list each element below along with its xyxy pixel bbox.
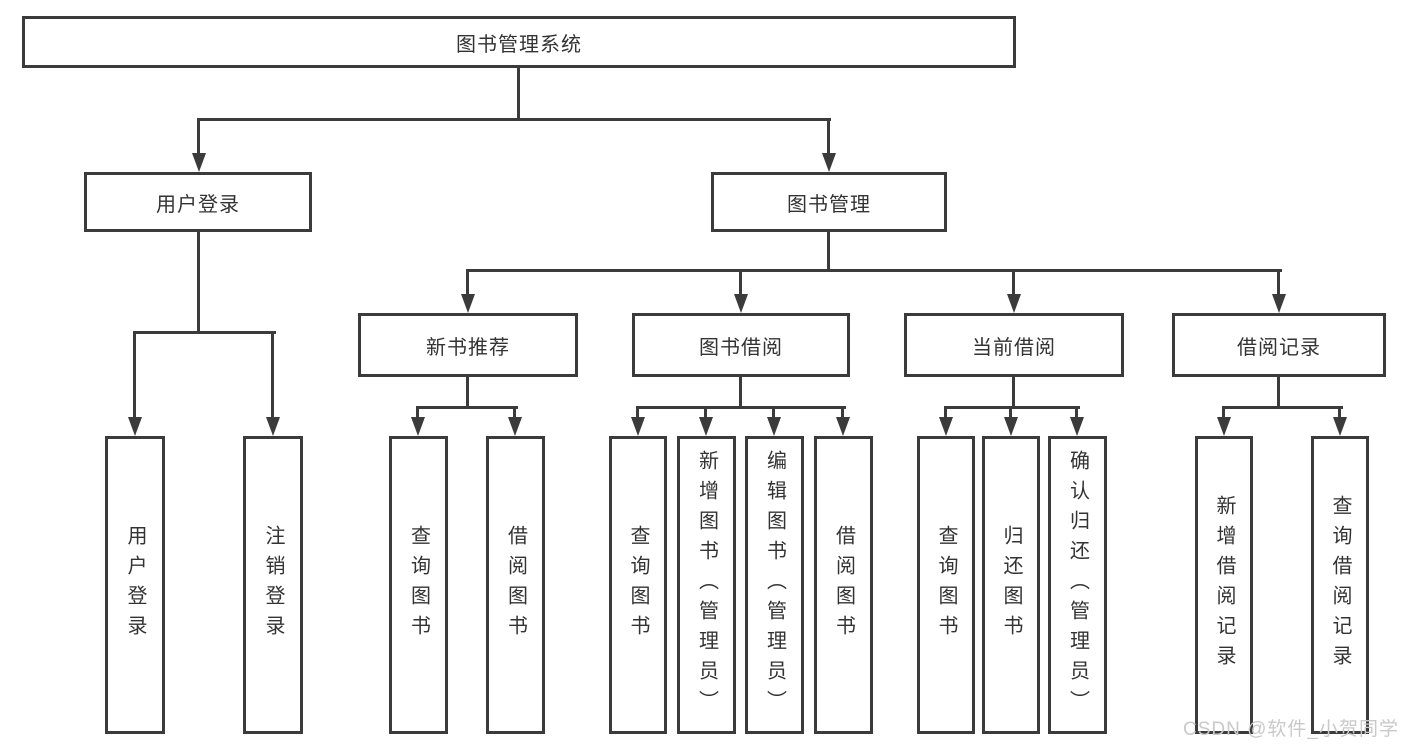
node-label: 确认归还（管理员） — [1066, 450, 1089, 720]
connector-line — [636, 406, 846, 409]
connector-line — [1012, 377, 1015, 409]
connector-line — [1222, 406, 1343, 409]
arrow-down-icon — [192, 153, 206, 172]
node-leaf-query-books-borrowing: 查询图书 — [609, 436, 667, 734]
connector-line — [772, 406, 775, 420]
node-borrowing-records: 借阅记录 — [1172, 313, 1386, 377]
node-leaf-edit-books-admin: 编辑图书（管理员） — [745, 436, 804, 734]
arrow-down-icon — [461, 294, 475, 313]
connector-line — [827, 118, 830, 155]
connector-line — [739, 269, 742, 297]
connector-line — [197, 232, 200, 334]
connector-line — [416, 406, 419, 420]
csdn-watermark: CSDN @软件_小贺同学 — [1183, 719, 1399, 740]
node-label: 用户登录 — [156, 193, 240, 216]
node-new-book-recommendation: 新书推荐 — [358, 313, 578, 377]
node-label: 借阅图书 — [504, 525, 527, 645]
connector-line — [944, 406, 947, 420]
connector-line — [133, 331, 136, 420]
node-label: 当前借阅 — [972, 336, 1056, 359]
node-label: 注销登录 — [262, 525, 284, 645]
arrow-down-icon — [1007, 294, 1021, 313]
node-leaf-confirm-return-admin: 确认归还（管理员） — [1048, 436, 1107, 734]
arrow-down-icon — [1333, 417, 1347, 436]
connector-line — [1222, 406, 1225, 420]
connector-line — [1012, 269, 1015, 297]
connector-line — [466, 377, 469, 409]
node-label: 归还图书 — [1000, 525, 1022, 645]
node-label: 编辑图书（管理员） — [763, 450, 786, 720]
arrow-down-icon — [836, 417, 850, 436]
connector-line — [416, 406, 518, 409]
arrow-down-icon — [1070, 417, 1084, 436]
arrow-down-icon — [1004, 417, 1018, 436]
arrow-down-icon — [266, 417, 280, 436]
connector-line — [1338, 406, 1341, 420]
node-leaf-user-login: 用户登录 — [105, 436, 165, 734]
node-leaf-add-borrow-record: 新增借阅记录 — [1195, 436, 1253, 734]
connector-line — [513, 406, 516, 420]
node-root-library-system: 图书管理系统 — [22, 16, 1016, 68]
arrow-down-icon — [699, 417, 713, 436]
node-user-login: 用户登录 — [84, 172, 312, 232]
node-label: 借阅图书 — [832, 525, 855, 645]
arrow-down-icon — [822, 153, 836, 172]
node-leaf-query-books-current: 查询图书 — [917, 436, 975, 734]
arrow-down-icon — [1217, 417, 1231, 436]
arrow-down-icon — [411, 417, 425, 436]
node-label: 用户登录 — [124, 525, 146, 645]
connector-line — [636, 406, 639, 420]
node-leaf-borrow-books: 借阅图书 — [814, 436, 873, 734]
node-label: 图书管理 — [787, 193, 871, 216]
node-label: 借阅记录 — [1237, 336, 1321, 359]
connector-line — [197, 118, 831, 121]
connector-line — [271, 331, 274, 420]
arrow-down-icon — [734, 294, 748, 313]
node-leaf-logout: 注销登录 — [243, 436, 303, 734]
node-leaf-return-books: 归还图书 — [982, 436, 1040, 734]
node-label: 新增图书（管理员） — [695, 450, 718, 720]
connector-line — [1277, 377, 1280, 409]
node-book-management: 图书管理 — [711, 172, 947, 232]
node-book-borrowing: 图书借阅 — [632, 313, 850, 377]
connector-line — [133, 331, 276, 334]
node-leaf-add-books-admin: 新增图书（管理员） — [677, 436, 736, 734]
arrow-down-icon — [1272, 294, 1286, 313]
node-label: 查询图书 — [627, 525, 649, 645]
arrow-down-icon — [767, 417, 781, 436]
connector-line — [739, 377, 742, 409]
node-label: 查询图书 — [935, 525, 957, 645]
node-leaf-query-borrow-record: 查询借阅记录 — [1311, 436, 1369, 734]
node-label: 图书管理系统 — [456, 33, 582, 56]
node-label: 查询借阅记录 — [1329, 495, 1351, 675]
node-leaf-query-books-recommend: 查询图书 — [389, 436, 448, 734]
connector-line — [841, 406, 844, 420]
node-label: 新书推荐 — [426, 336, 510, 359]
connector-line — [1009, 406, 1012, 420]
connector-line — [704, 406, 707, 420]
connector-line — [517, 66, 520, 120]
node-label: 图书借阅 — [699, 336, 783, 359]
connector-line — [1075, 406, 1078, 420]
connector-line — [944, 406, 1080, 409]
node-leaf-borrow-books-recommend: 借阅图书 — [486, 436, 545, 734]
connector-line — [466, 269, 1282, 272]
arrow-down-icon — [508, 417, 522, 436]
connector-line — [827, 232, 830, 272]
arrow-down-icon — [128, 417, 142, 436]
node-label: 新增借阅记录 — [1213, 495, 1235, 675]
node-current-borrowing: 当前借阅 — [904, 313, 1124, 377]
arrow-down-icon — [939, 417, 953, 436]
connector-line — [466, 269, 469, 297]
connector-line — [197, 118, 200, 155]
connector-line — [1277, 269, 1280, 297]
arrow-down-icon — [631, 417, 645, 436]
node-label: 查询图书 — [407, 525, 430, 645]
